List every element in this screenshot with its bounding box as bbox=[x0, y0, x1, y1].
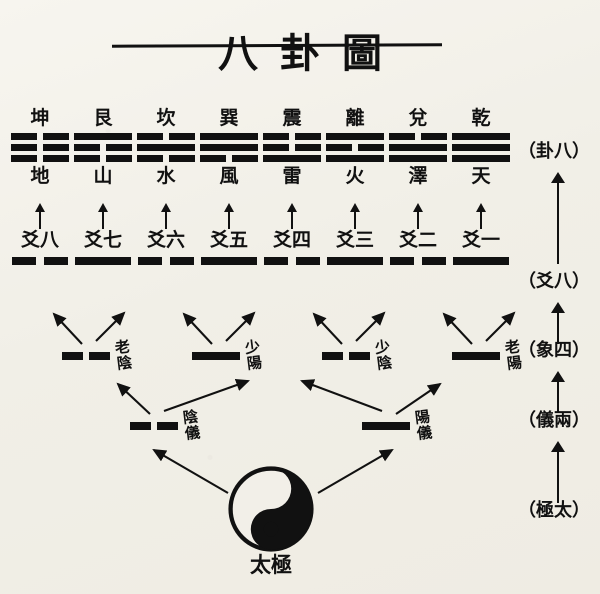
yao-line bbox=[327, 257, 383, 265]
trigram-element: 天 bbox=[471, 165, 491, 187]
taiji-label: 太極 bbox=[250, 552, 292, 577]
yao-label: 爻六 bbox=[146, 229, 185, 251]
yao-label: 爻一 bbox=[461, 229, 500, 251]
up-arrow-icon bbox=[134, 203, 198, 229]
up-arrow-icon bbox=[449, 203, 513, 229]
stage-arrow-two-modes bbox=[551, 441, 565, 503]
yao-label: 爻八 bbox=[20, 229, 59, 251]
four-image-line bbox=[452, 352, 500, 360]
four-image-node-2[interactable]: 少陰 bbox=[322, 338, 394, 373]
yao-line bbox=[12, 257, 68, 265]
trigram-name: 艮 bbox=[93, 107, 113, 129]
trigram-column-6[interactable]: 兌 澤 bbox=[386, 108, 450, 186]
trigram-name: 巽 bbox=[219, 107, 239, 129]
trigram-element: 地 bbox=[30, 165, 50, 187]
trigram-element: 雷 bbox=[282, 165, 302, 187]
stage-arrow-eight-yao bbox=[551, 302, 565, 344]
two-mode-line bbox=[130, 422, 178, 430]
trigram-element: 風 bbox=[219, 165, 239, 187]
four-image-line bbox=[192, 352, 240, 360]
yao-line bbox=[75, 257, 131, 265]
four-image-node-0[interactable]: 老陰 bbox=[62, 338, 134, 373]
yao-column-7[interactable]: 爻一 bbox=[449, 203, 513, 265]
two-mode-label: 陽儀 bbox=[412, 408, 434, 443]
trigram-column-1[interactable]: 艮 山 bbox=[71, 108, 135, 186]
trigram-column-4[interactable]: 震 雷 bbox=[260, 108, 324, 186]
stage-label-four-images: （象四） bbox=[518, 340, 590, 361]
stage-label-eight-yao: （爻八） bbox=[518, 271, 590, 292]
yao-label: 爻三 bbox=[335, 229, 374, 251]
yao-line bbox=[453, 257, 509, 265]
up-arrow-icon bbox=[197, 203, 261, 229]
four-image-line bbox=[322, 352, 370, 360]
yin-yang-icon[interactable] bbox=[228, 466, 314, 552]
yao-line bbox=[390, 257, 446, 265]
trigram-name: 坎 bbox=[156, 107, 176, 129]
trigram-lines bbox=[263, 133, 321, 162]
trigram-lines bbox=[11, 133, 69, 162]
yao-column-4[interactable]: 爻四 bbox=[260, 203, 324, 265]
trigram-lines bbox=[137, 133, 195, 162]
trigram-lines bbox=[389, 133, 447, 162]
yao-line bbox=[201, 257, 257, 265]
trigram-name: 兌 bbox=[408, 107, 428, 129]
trigram-element: 火 bbox=[345, 165, 365, 187]
yao-label: 爻四 bbox=[272, 229, 311, 251]
trigram-lines bbox=[452, 133, 510, 162]
stage-label-two-modes: （儀兩） bbox=[518, 410, 590, 431]
two-mode-node-0[interactable]: 陰儀 bbox=[130, 408, 202, 443]
yao-column-6[interactable]: 爻二 bbox=[386, 203, 450, 265]
up-arrow-icon bbox=[323, 203, 387, 229]
trigram-name: 離 bbox=[345, 107, 365, 129]
four-image-label: 少陽 bbox=[242, 338, 264, 373]
up-arrow-icon bbox=[8, 203, 72, 229]
yao-label: 爻二 bbox=[398, 229, 437, 251]
stage-arrow-four-images bbox=[551, 371, 565, 413]
trigram-lines bbox=[326, 133, 384, 162]
trigram-lines bbox=[200, 133, 258, 162]
up-arrow-icon bbox=[260, 203, 324, 229]
yao-line bbox=[264, 257, 320, 265]
trigram-column-7[interactable]: 乾 天 bbox=[449, 108, 513, 186]
diagram-title: 八卦圖 bbox=[0, 34, 600, 74]
yao-column-0[interactable]: 爻八 bbox=[8, 203, 72, 265]
title-text: 八卦圖 bbox=[218, 30, 404, 77]
four-image-label: 少陰 bbox=[372, 338, 394, 373]
trigram-element: 水 bbox=[156, 165, 176, 187]
trigram-element: 澤 bbox=[408, 165, 428, 187]
trigram-column-2[interactable]: 坎 水 bbox=[134, 108, 198, 186]
up-arrow-icon bbox=[71, 203, 135, 229]
two-mode-label: 陰儀 bbox=[180, 408, 202, 443]
trigram-column-0[interactable]: 坤 地 bbox=[8, 108, 72, 186]
yao-line bbox=[138, 257, 194, 265]
trigram-element: 山 bbox=[93, 165, 113, 187]
yao-column-2[interactable]: 爻六 bbox=[134, 203, 198, 265]
yao-column-1[interactable]: 爻七 bbox=[71, 203, 135, 265]
stage-label-taiji: （極太） bbox=[518, 500, 590, 521]
yao-column-3[interactable]: 爻五 bbox=[197, 203, 261, 265]
four-image-line bbox=[62, 352, 110, 360]
trigram-name: 震 bbox=[282, 107, 302, 129]
yao-label: 爻七 bbox=[83, 229, 122, 251]
trigram-lines bbox=[74, 133, 132, 162]
yao-label: 爻五 bbox=[209, 229, 248, 251]
stage-label-bagua: （卦八） bbox=[518, 141, 590, 162]
two-mode-line bbox=[362, 422, 410, 430]
trigram-column-3[interactable]: 巽 風 bbox=[197, 108, 261, 186]
up-arrow-icon bbox=[386, 203, 450, 229]
four-image-label: 老陰 bbox=[112, 338, 134, 373]
yao-column-5[interactable]: 爻三 bbox=[323, 203, 387, 265]
trigram-column-5[interactable]: 離 火 bbox=[323, 108, 387, 186]
trigram-name: 乾 bbox=[471, 107, 491, 129]
trigram-name: 坤 bbox=[30, 107, 50, 129]
four-image-node-1[interactable]: 少陽 bbox=[192, 338, 264, 373]
stage-arrow-bagua bbox=[551, 172, 565, 264]
two-mode-node-1[interactable]: 陽儀 bbox=[362, 408, 434, 443]
